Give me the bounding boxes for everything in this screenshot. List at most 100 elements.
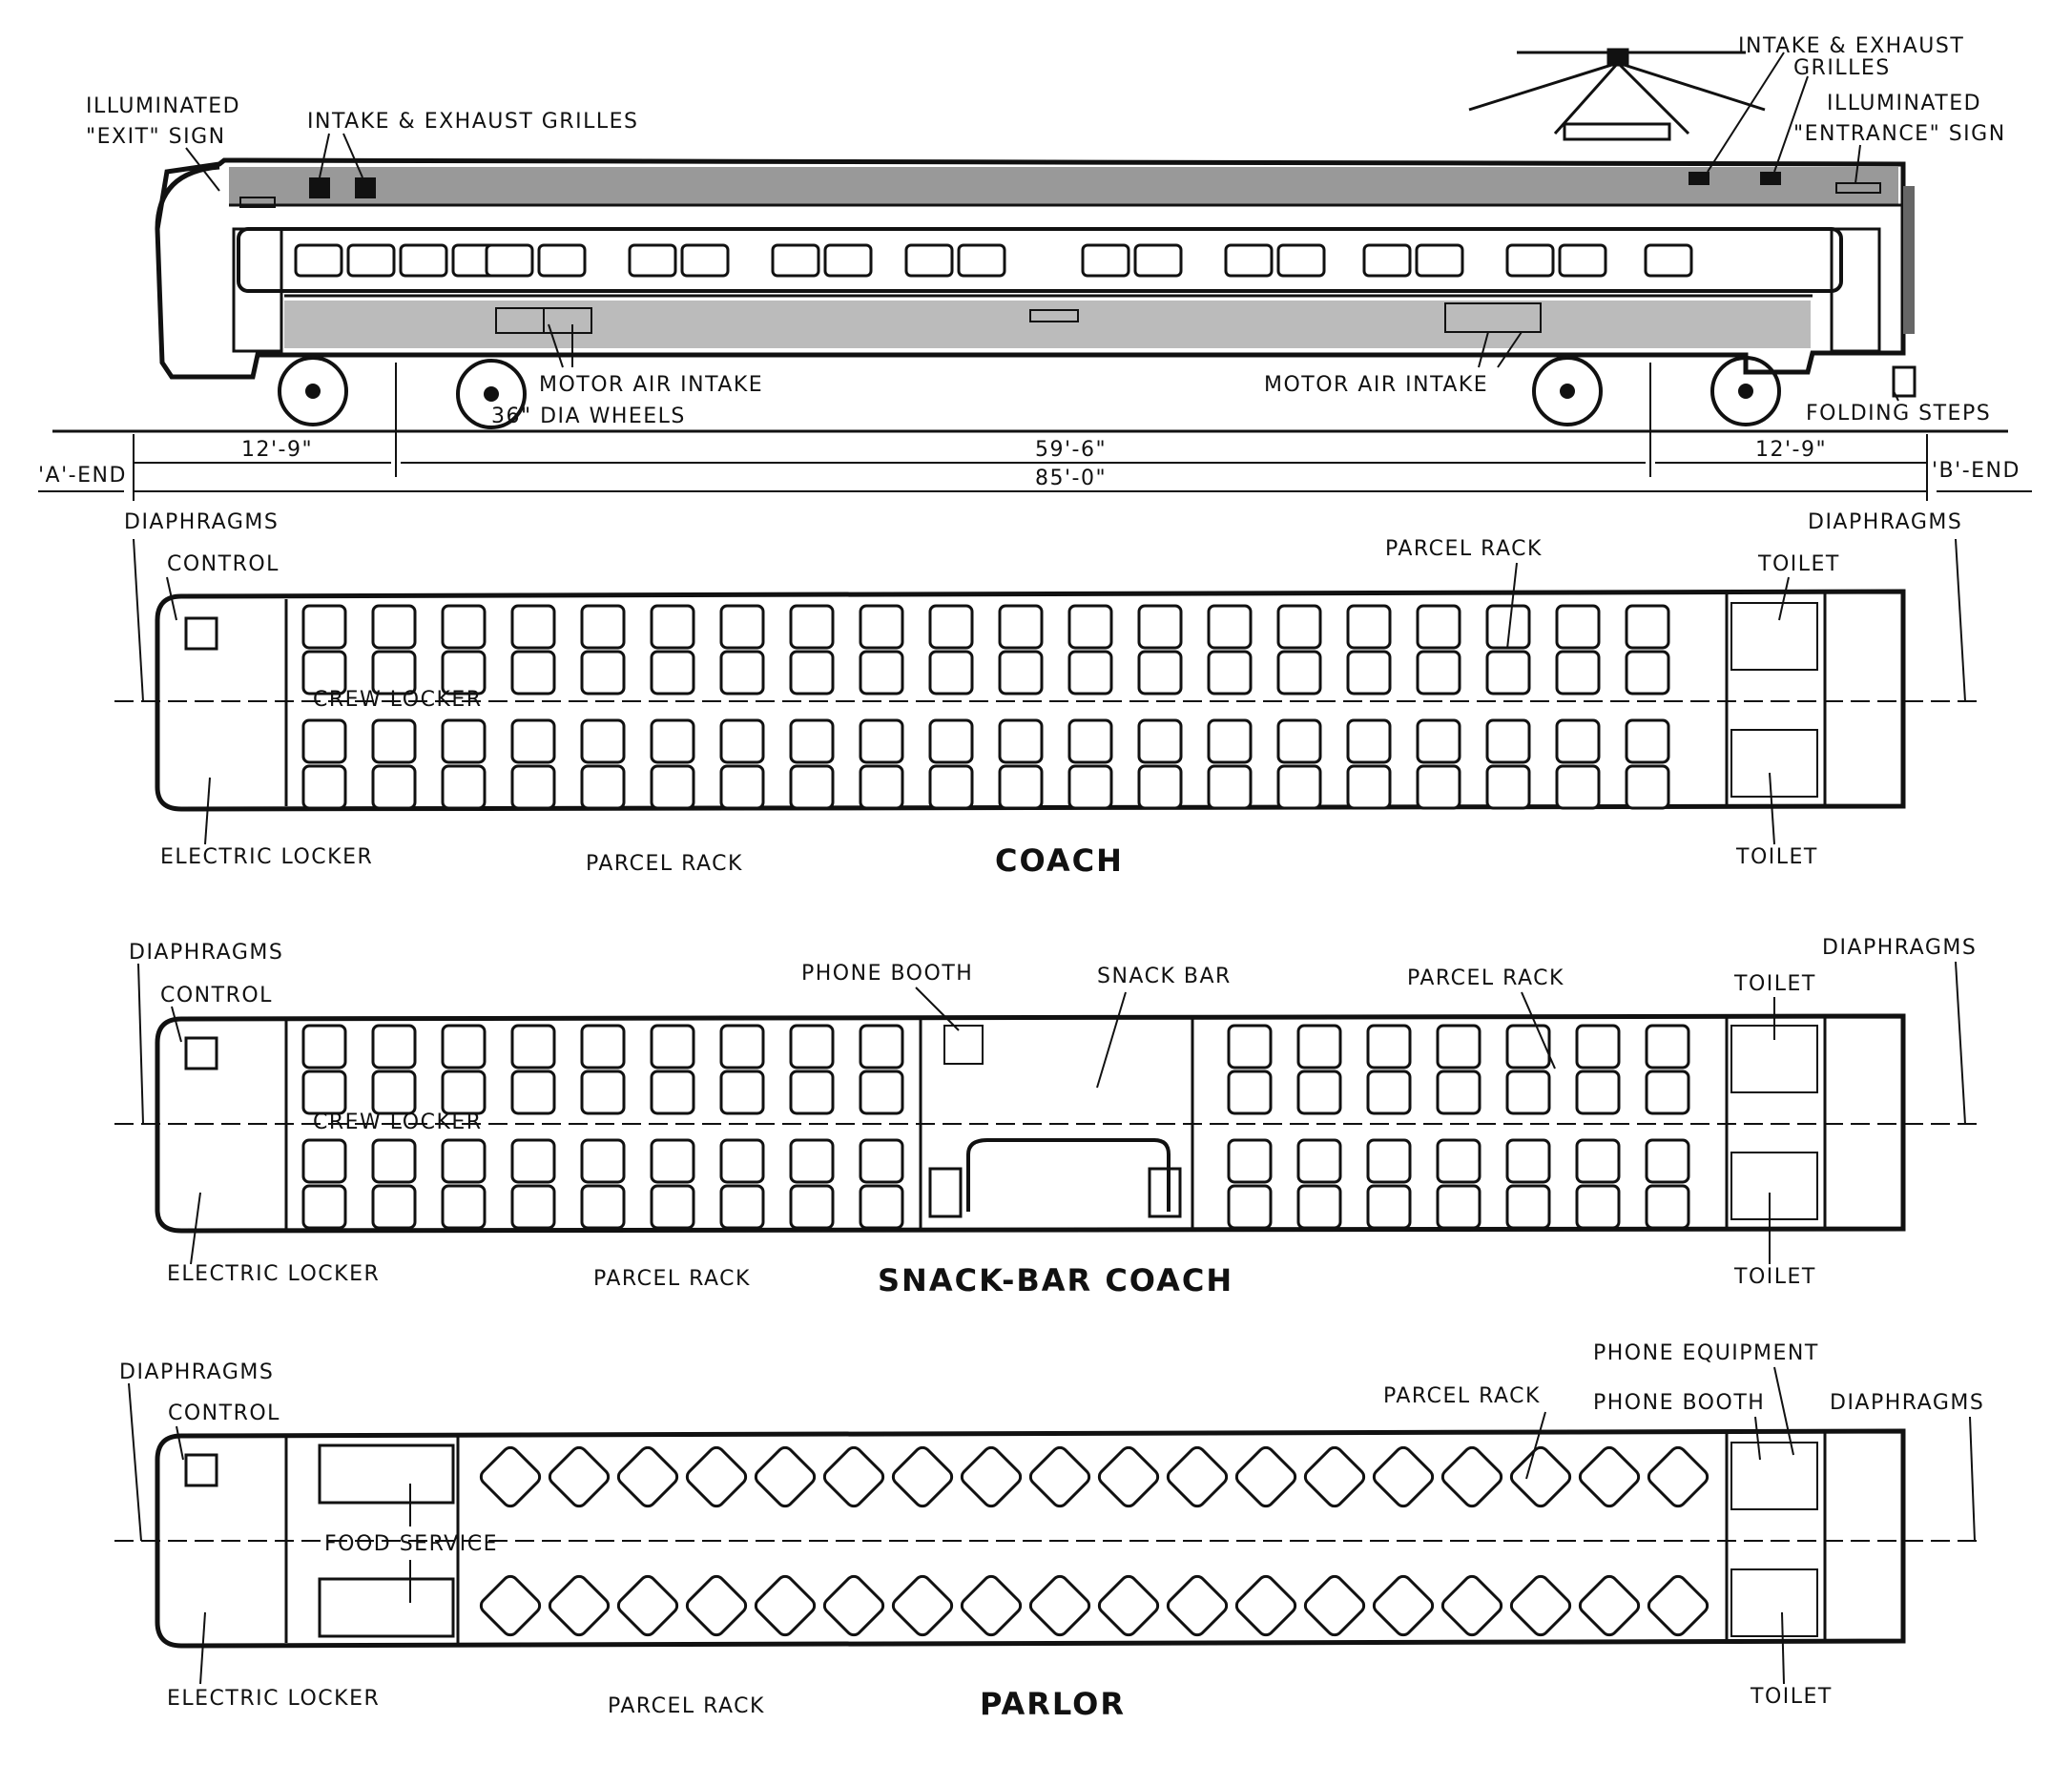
coach-seat <box>1625 718 1670 764</box>
truck-centers-dim: 59'-6" <box>1035 438 1107 462</box>
side-window <box>1644 243 1693 278</box>
snack-parcel-rack-bottom: PARCEL RACK <box>593 1267 751 1291</box>
snack-bar-outline <box>155 1013 1906 1234</box>
snack-seat <box>1645 1024 1690 1070</box>
coach-seat <box>998 604 1044 650</box>
snack-seat <box>1575 1070 1621 1115</box>
parlor-leaders <box>128 1366 1976 1685</box>
coach-seat <box>1346 764 1392 810</box>
wheel-3 <box>1532 356 1603 426</box>
car-body <box>155 157 1917 398</box>
coach-seat <box>441 604 487 650</box>
snack-counter <box>966 1138 1171 1212</box>
intake-grille-left-2 <box>355 177 376 198</box>
coach-seat <box>1207 718 1253 764</box>
parlor-chair <box>1234 1445 1297 1508</box>
snack-seat <box>1436 1070 1481 1115</box>
coach-seat <box>1067 764 1113 810</box>
coach-control: CONTROL <box>167 552 280 576</box>
coach-seat <box>371 650 417 696</box>
snack-seat <box>1505 1138 1551 1184</box>
parlor-plan: DIAPHRAGMS CONTROL FOOD SERVICE ELECTRIC… <box>114 1341 1984 1722</box>
parlor-chair <box>1028 1574 1091 1637</box>
snack-seat <box>1296 1138 1342 1184</box>
coach-seat <box>719 604 765 650</box>
coach-seat <box>859 650 904 696</box>
snack-seat <box>1645 1138 1690 1184</box>
snack-seat <box>1505 1070 1551 1115</box>
parlor-phone-equipment: PHONE EQUIPMENT <box>1593 1341 1819 1365</box>
snack-seat <box>789 1070 835 1115</box>
parlor-chair <box>548 1574 611 1637</box>
snack-toilet-bottom: TOILET <box>1733 1265 1816 1289</box>
coach-seat <box>301 650 347 696</box>
intake-grille-right-2 <box>1760 172 1781 185</box>
snack-seat <box>789 1184 835 1230</box>
pantograph <box>1468 48 1766 141</box>
coach-seat <box>301 764 347 810</box>
b-end-label: 'B'-END <box>1932 459 2020 483</box>
snack-seat <box>510 1070 556 1115</box>
intake-exhaust-right-label: INTAKE & EXHAUST <box>1738 34 1964 58</box>
parlor-chair <box>822 1445 885 1508</box>
coach-seat <box>719 650 765 696</box>
coach-seat <box>1625 604 1670 650</box>
parlor-chair <box>891 1574 954 1637</box>
parlor-chair <box>1647 1445 1709 1508</box>
side-window <box>771 243 820 278</box>
snack-seat <box>1366 1184 1412 1230</box>
coach-seat <box>1276 764 1322 810</box>
snack-seat <box>580 1184 626 1230</box>
side-windows <box>294 243 1693 278</box>
coach-seat <box>441 650 487 696</box>
exit-sign-label-2: "EXIT" SIGN <box>86 125 226 149</box>
parlor-seats-top <box>479 1445 1709 1508</box>
parlor-chair <box>960 1574 1023 1637</box>
control-console <box>184 616 218 651</box>
parlor-chair <box>1166 1445 1229 1508</box>
intake-exhaust-right-label-2: GRILLES <box>1793 56 1891 80</box>
intake-grille-right-1 <box>1689 172 1709 185</box>
entrance-sign-label: ILLUMINATED <box>1827 92 1981 115</box>
food-service-top <box>318 1443 455 1505</box>
snack-seat <box>1227 1070 1273 1115</box>
parlor-chair <box>891 1445 954 1508</box>
parlor-chair <box>1303 1574 1366 1637</box>
parlor-chair <box>1440 1445 1503 1508</box>
parlor-parcel-rack-bottom: PARCEL RACK <box>608 1694 765 1718</box>
parlor-chair <box>1372 1445 1435 1508</box>
parlor-chair <box>616 1445 679 1508</box>
phone-booth-box <box>943 1025 984 1065</box>
snack-seat <box>789 1024 835 1070</box>
side-elevation: ILLUMINATED "EXIT" SIGN INTAKE & EXHAUST… <box>38 34 2032 501</box>
coach-seat <box>998 764 1044 810</box>
parlor-chair <box>616 1574 679 1637</box>
wheel-4 <box>1710 356 1781 426</box>
coach-seat <box>1346 604 1392 650</box>
parlor-chair <box>1166 1574 1229 1637</box>
parlor-chair <box>685 1445 748 1508</box>
snack-diaphragms-right: DIAPHRAGMS <box>1822 936 1977 960</box>
coach-seat <box>1555 650 1601 696</box>
snack-seat <box>1575 1138 1621 1184</box>
coach-seat <box>928 650 974 696</box>
food-service-bottom <box>318 1577 455 1638</box>
snack-seat <box>1436 1024 1481 1070</box>
toilet-bottom-room <box>1730 729 1818 798</box>
entrance-sign <box>1835 182 1881 194</box>
parlor-electric-locker: ELECTRIC LOCKER <box>167 1687 380 1711</box>
wheels <box>278 356 1781 429</box>
snack-seat <box>441 1024 487 1070</box>
dimension-lines <box>38 363 2032 501</box>
coach-leaders <box>133 538 1966 845</box>
coach-seat <box>859 604 904 650</box>
side-window <box>1276 243 1326 278</box>
coach-seat <box>580 764 626 810</box>
coach-parcel-rack-bottom: PARCEL RACK <box>586 852 743 876</box>
coach-seat <box>650 650 695 696</box>
snack-seat <box>510 1138 556 1184</box>
parlor-chair <box>1647 1574 1709 1637</box>
coach-seat <box>1485 764 1531 810</box>
coach-seat <box>1276 718 1322 764</box>
